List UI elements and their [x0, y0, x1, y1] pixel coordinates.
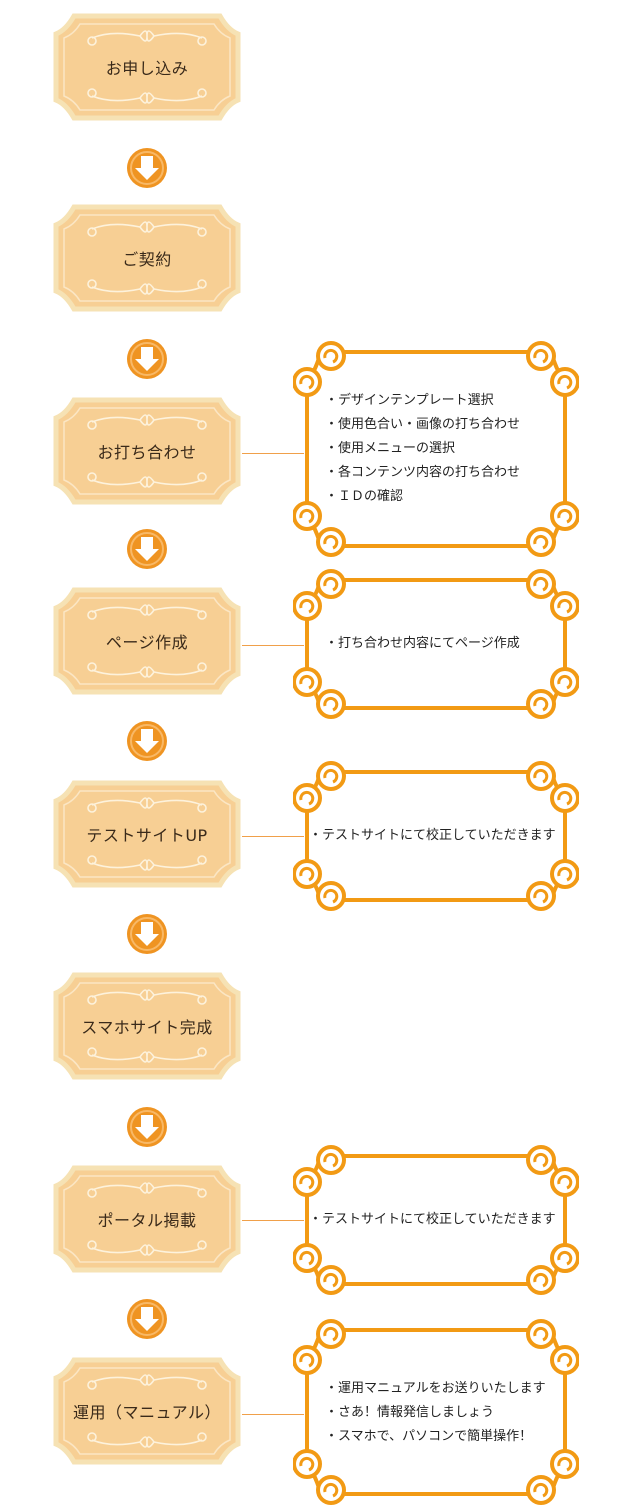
step-label: お申し込み — [105, 59, 189, 78]
note-line: ・テストサイトにて校正していただきます — [309, 1212, 556, 1227]
step-label: ポータル掲載 — [97, 1211, 197, 1230]
note-line: ・使用メニューの選択 — [325, 441, 456, 456]
step-label: ページ作成 — [105, 633, 189, 652]
note-line: ・運用マニュアルをお送りいたします — [325, 1381, 546, 1396]
note-line: ・さあ！情報発信しましょう — [325, 1405, 495, 1420]
arrow-down-icon — [126, 338, 168, 380]
connector-line — [242, 1414, 304, 1415]
connector-line — [242, 836, 304, 837]
note-test-site: ・テストサイトにて校正していただきます — [293, 758, 579, 914]
note-line: ・各コンテンツ内容の打ち合わせ — [325, 465, 521, 480]
step-uchiawase: お打ち合わせ — [52, 396, 242, 506]
step-portal: ポータル掲載 — [52, 1164, 242, 1274]
arrow-down-icon — [126, 720, 168, 762]
step-label: 運用（マニュアル） — [72, 1403, 222, 1422]
note-line: ・使用色合い・画像の打ち合わせ — [325, 417, 521, 432]
note-line: ・打ち合わせ内容にてページ作成 — [325, 636, 520, 651]
note-uchiawase: ・デザインテンプレート選択 ・使用色合い・画像の打ち合わせ ・使用メニューの選択… — [293, 338, 579, 560]
note-line: ・デザインテンプレート選択 — [325, 393, 494, 408]
step-smartphone-site: スマホサイト完成 — [52, 971, 242, 1081]
step-page-sakusei: ページ作成 — [52, 586, 242, 696]
connector-line — [242, 1220, 304, 1221]
note-portal: ・テストサイトにて校正していただきます — [293, 1142, 579, 1298]
arrow-down-icon — [126, 147, 168, 189]
step-label: テストサイトUP — [86, 826, 208, 845]
arrow-down-icon — [126, 1106, 168, 1148]
note-line: ・スマホで、パソコンで簡単操作！ — [325, 1429, 533, 1444]
note-line: ・テストサイトにて校正していただきます — [309, 828, 556, 843]
connector-line — [242, 645, 304, 646]
arrow-down-icon — [126, 528, 168, 570]
connector-line — [242, 453, 304, 454]
step-label: ご契約 — [122, 250, 172, 269]
step-keiyaku: ご契約 — [52, 203, 242, 313]
step-unyou: 運用（マニュアル） — [52, 1356, 242, 1466]
step-test-site-up: テストサイトUP — [52, 779, 242, 889]
arrow-down-icon — [126, 913, 168, 955]
note-line: ・ＩＤの確認 — [325, 489, 404, 504]
step-label: お打ち合わせ — [97, 443, 197, 462]
arrow-down-icon — [126, 1298, 168, 1340]
note-unyou: ・運用マニュアルをお送りいたします ・さあ！情報発信しましょう ・スマホで、パソ… — [293, 1316, 579, 1508]
step-label: スマホサイト完成 — [81, 1018, 213, 1037]
note-page-sakusei: ・打ち合わせ内容にてページ作成 — [293, 566, 579, 722]
step-moushikomi: お申し込み — [52, 12, 242, 122]
